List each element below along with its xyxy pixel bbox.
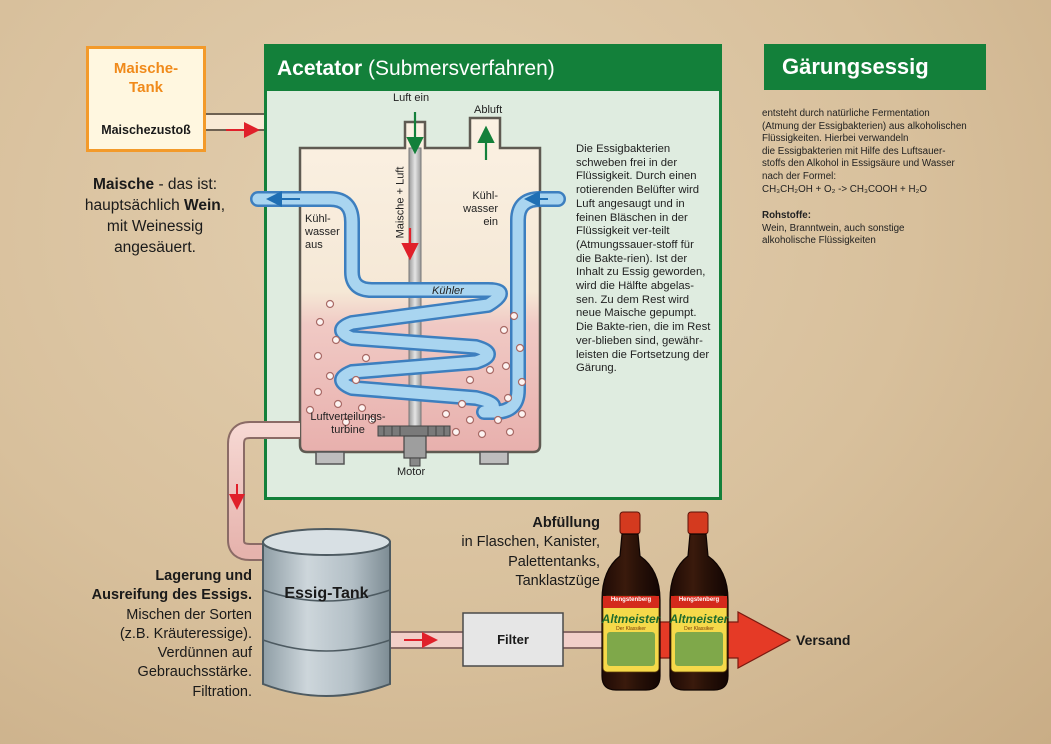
kuehlwasser-ein-line2: wasser <box>463 203 498 215</box>
bottle1-brand: Hengstenberg <box>610 597 652 603</box>
maische-desc-text1: - das ist: <box>154 176 218 193</box>
cooling-coil <box>250 191 566 420</box>
maische-description: Maische - das ist: hauptsächlich Wein, m… <box>60 174 250 258</box>
abfuellung-line: Tanklastzüge <box>515 572 600 589</box>
acetator-title-bold: Acetator <box>277 57 363 80</box>
kuehlwasser-ein-line1: Kühl- <box>472 190 498 202</box>
filter-box <box>462 612 564 667</box>
gaer-formula: CH₃CH₂OH + O₂ -> CH₃COOH + H₂O <box>762 183 927 195</box>
abfuellung-line: Palettentanks, <box>508 553 600 570</box>
essig-tank-label: Essig-Tank <box>284 585 369 602</box>
acetator-description: Die Essigbakterien schweben frei in der … <box>576 143 711 375</box>
acetator-title: Acetator (Submersverfahren) <box>267 47 719 91</box>
vinegar-bottle-2 <box>669 511 729 691</box>
vinegar-bottle-1 <box>601 511 661 691</box>
lagerung-heading2: Ausreifung des Essigs. <box>91 587 252 604</box>
turbine-line1: Luftverteilungs- <box>310 411 386 423</box>
lagerung-line: Verdünnen auf <box>157 645 252 662</box>
lagerung-text: Lagerung und Ausreifung des Essigs. Misc… <box>88 567 252 702</box>
kuehlwasser-ein-line3: ein <box>483 216 498 228</box>
air-bubbles <box>305 299 527 439</box>
bottle1-name: Altmeister <box>601 612 661 626</box>
gaer-line: stoffs den Alkohol in Essigsäure und Was… <box>762 158 955 170</box>
maische-desc-line4: angesäuert. <box>114 239 196 256</box>
motor-label: Motor <box>397 466 426 478</box>
maische-desc-line3: mit Weinessig <box>106 218 204 235</box>
lagerung-heading1: Lagerung und <box>155 568 252 584</box>
rohstoffe-label: Rohstoffe: <box>762 210 811 222</box>
kuehlwasser-aus-line2: wasser <box>305 226 340 238</box>
kuehlwasser-aus-label: Kühl- wasser aus <box>305 213 340 252</box>
maische-desc-line2: hauptsächlich Wein, <box>60 195 250 216</box>
versand-label: Versand <box>796 632 851 648</box>
turbine-line2: turbine <box>331 424 365 436</box>
turbine-label: Luftverteilungs- turbine <box>308 411 388 437</box>
gaer-line: die Essigbakterien mit Hilfe des Luftsau… <box>762 145 946 157</box>
acetator-title-rest: (Submersverfahren) <box>362 57 555 80</box>
rohstoffe-text: Wein, Branntwein, auch sonstige alkoholi… <box>762 222 905 247</box>
kuehlwasser-aus-line3: aus <box>305 239 323 251</box>
maische-desc-wein: Wein <box>184 197 221 214</box>
maische-zustoss-label: Maischezustoß <box>101 123 191 137</box>
kuehler-label: Kühler <box>432 285 464 297</box>
essig-tank <box>262 528 391 697</box>
maische-desc-line1: Maische - das ist: <box>60 174 250 195</box>
gaer-line: (Atmung der Essigbakterien) aus alkoholi… <box>762 120 967 132</box>
lagerung-line: Gebrauchsstärke. <box>137 664 252 681</box>
bottle2-sub: Der Klassiker <box>684 626 714 632</box>
gaerungsessig-title: Gärungsessig <box>764 44 986 90</box>
bottle2-name: Altmeister <box>669 612 729 626</box>
gaerungsessig-text: entsteht durch natürliche Fermentation (… <box>762 108 992 248</box>
lagerung-line: (z.B. Kräuteressige). <box>119 625 252 642</box>
abfuellung-text: Abfüllung in Flaschen, Kanister, Palette… <box>446 514 600 591</box>
luft-ein-label: Luft ein <box>393 92 430 104</box>
gaer-line: Flüssigkeiten. Hierbei verwandeln <box>762 133 909 145</box>
lagerung-line: Filtration. <box>192 683 252 700</box>
bottle2-brand: Hengstenberg <box>678 597 720 603</box>
maische-desc-text3: , <box>220 197 226 214</box>
maische-desc-text2: hauptsächlich <box>84 197 185 214</box>
gaer-line: nach der Formel: <box>762 170 837 182</box>
abfuellung-heading: Abfüllung <box>532 515 600 531</box>
kuehlwasser-aus-line1: Kühl- <box>305 213 331 225</box>
maische-tank: Maische- Tank Maischezustoß <box>86 46 206 152</box>
kuehlwasser-ein-label: Kühl- wasser ein <box>452 190 498 229</box>
maische-tank-title: Maische- Tank <box>113 60 179 96</box>
gaer-line: entsteht durch natürliche Fermentation <box>762 108 930 119</box>
abluft-label: Abluft <box>474 104 503 116</box>
filter-label: Filter <box>497 632 529 647</box>
maische-desc-bold: Maische <box>92 176 155 193</box>
lagerung-line: Mischen der Sorten <box>126 606 252 623</box>
abfuellung-line: in Flaschen, Kanister, <box>461 534 600 551</box>
bottle1-sub: Der Klassiker <box>616 626 646 632</box>
